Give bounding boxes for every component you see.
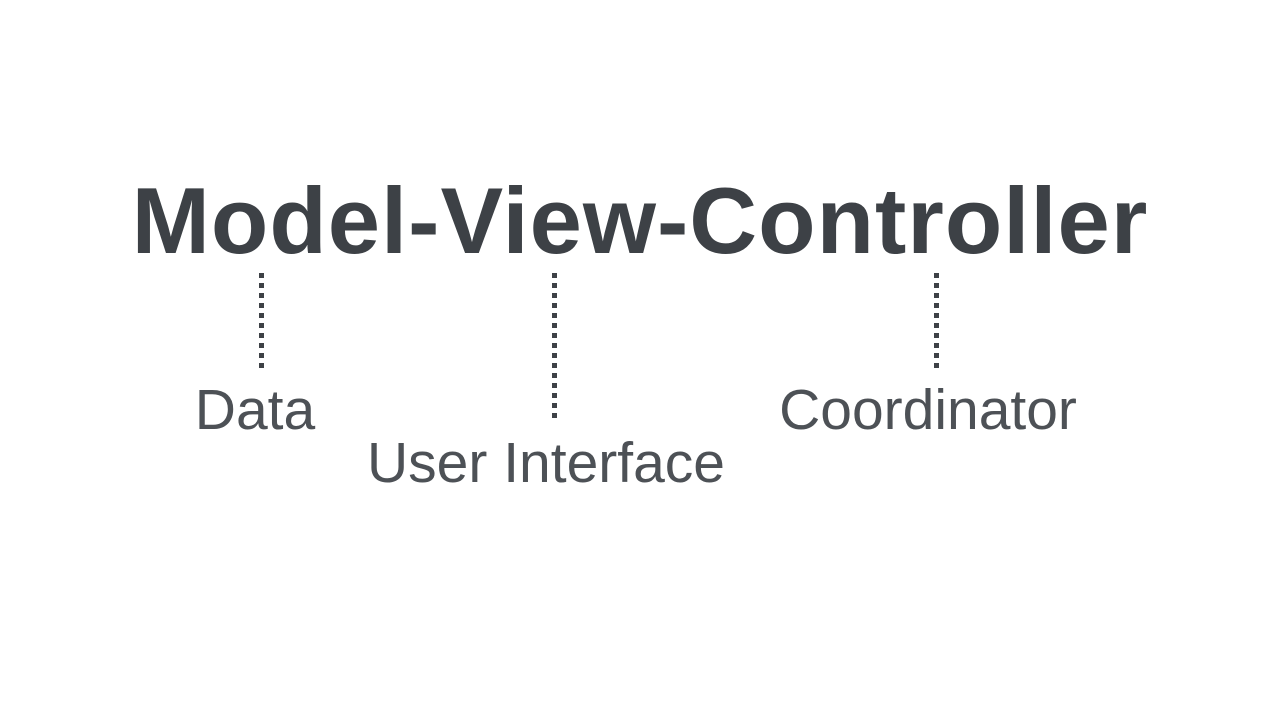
controller-dotted-connector-line — [934, 273, 939, 368]
view-dotted-connector-line — [552, 273, 557, 418]
controller-annotation-label: Coordinator — [779, 378, 1077, 442]
diagram-title: Model-View-Controller — [131, 168, 1149, 273]
model-dotted-connector-line — [259, 273, 264, 368]
view-annotation-label: User Interface — [367, 431, 725, 495]
model-annotation-label: Data — [194, 378, 316, 442]
